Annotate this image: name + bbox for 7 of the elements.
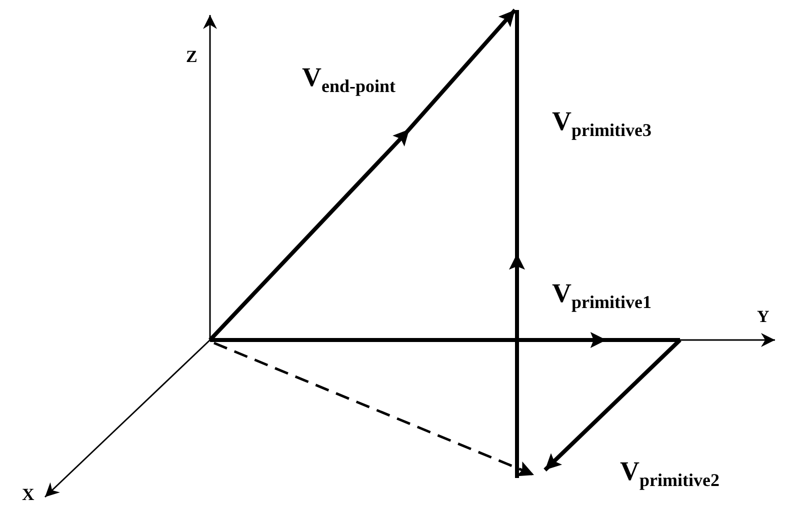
axis-label: X xyxy=(22,486,34,503)
axis-label: Y xyxy=(757,308,770,325)
vector-label: V$_{end-point}$ xyxy=(302,64,396,95)
vector-label: V$_{primitive2}$ xyxy=(620,458,720,489)
axis-label: Z xyxy=(186,48,198,65)
vector-label: V$_{primitive1}$ xyxy=(552,280,652,311)
vector-label: V$_{primitive3}$ xyxy=(552,108,652,139)
